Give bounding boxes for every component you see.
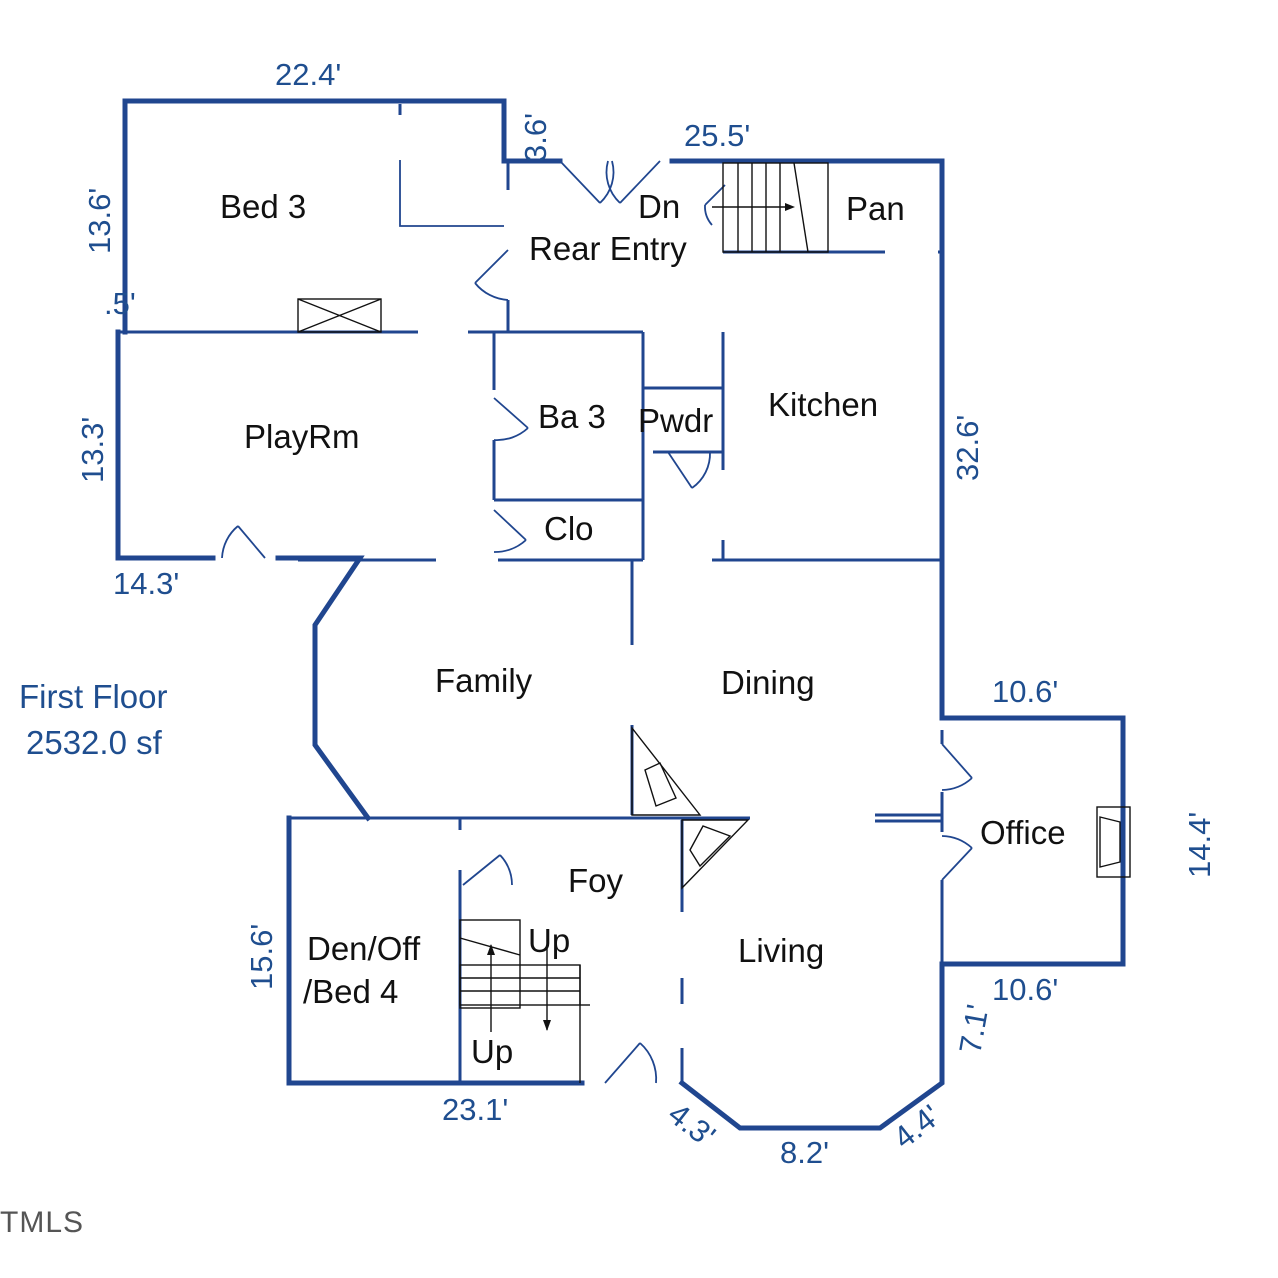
room-label-family: Family	[435, 662, 533, 699]
room-label-pan: Pan	[846, 190, 905, 227]
room-label-clo: Clo	[544, 510, 594, 547]
dimension-label: 15.6'	[244, 924, 279, 990]
room-label-bed3: Bed 3	[220, 188, 306, 225]
dimension-label: 10.6'	[992, 674, 1058, 709]
dimension-label: 14.3'	[113, 566, 179, 601]
room-label-ba3: Ba 3	[538, 398, 606, 435]
dimension-label: 14.4'	[1182, 812, 1217, 878]
room-labels: Bed 3 Dn Rear Entry Pan PlayRm Ba 3 Pwdr…	[220, 188, 1066, 1070]
fireplaces	[631, 725, 1131, 890]
room-label-rear-entry: Rear Entry	[529, 230, 687, 267]
dimension-label: 13.6'	[82, 188, 117, 254]
dimension-label: 22.4'	[275, 57, 341, 92]
stairs-label-dn: Dn	[638, 188, 680, 225]
floor-name: First Floor	[19, 678, 168, 715]
dimension-label: 3.6'	[518, 113, 553, 162]
room-label-kitchen: Kitchen	[768, 386, 878, 423]
room-label-den-line1: Den/Off	[307, 930, 421, 967]
interior-walls	[118, 104, 944, 1083]
room-label-pwdr: Pwdr	[638, 402, 713, 439]
room-label-living: Living	[738, 932, 824, 969]
dimension-label: .5'	[104, 286, 136, 321]
room-label-office: Office	[980, 814, 1066, 851]
dimension-label: 7.1'	[952, 1002, 995, 1056]
stairs-label-up-2: Up	[471, 1033, 513, 1070]
floor-area: 2532.0 sf	[26, 724, 163, 761]
hvac-fixture	[297, 298, 382, 333]
room-label-playrm: PlayRm	[244, 418, 360, 455]
dimension-label: 23.1'	[442, 1092, 508, 1127]
main-stairs	[459, 919, 590, 1083]
exterior-walls	[115, 98, 1126, 1131]
dimension-label: 4.4'	[887, 1098, 947, 1156]
room-label-dining: Dining	[721, 664, 815, 701]
basement-stairs	[712, 162, 829, 253]
floor-info: First Floor 2532.0 sf	[19, 678, 168, 761]
dimension-label: 13.3'	[75, 417, 110, 483]
room-label-den-line2: /Bed 4	[303, 973, 398, 1010]
doors	[221, 160, 973, 1084]
dimension-label: 8.2'	[780, 1135, 829, 1170]
stairs-label-up-1: Up	[528, 922, 570, 959]
dimension-label: 10.6'	[992, 972, 1058, 1007]
dimension-label: 25.5'	[684, 118, 750, 153]
dimension-label: 32.6'	[950, 415, 985, 481]
room-label-foy: Foy	[568, 862, 624, 899]
mls-logo: TMLS	[0, 1206, 84, 1239]
